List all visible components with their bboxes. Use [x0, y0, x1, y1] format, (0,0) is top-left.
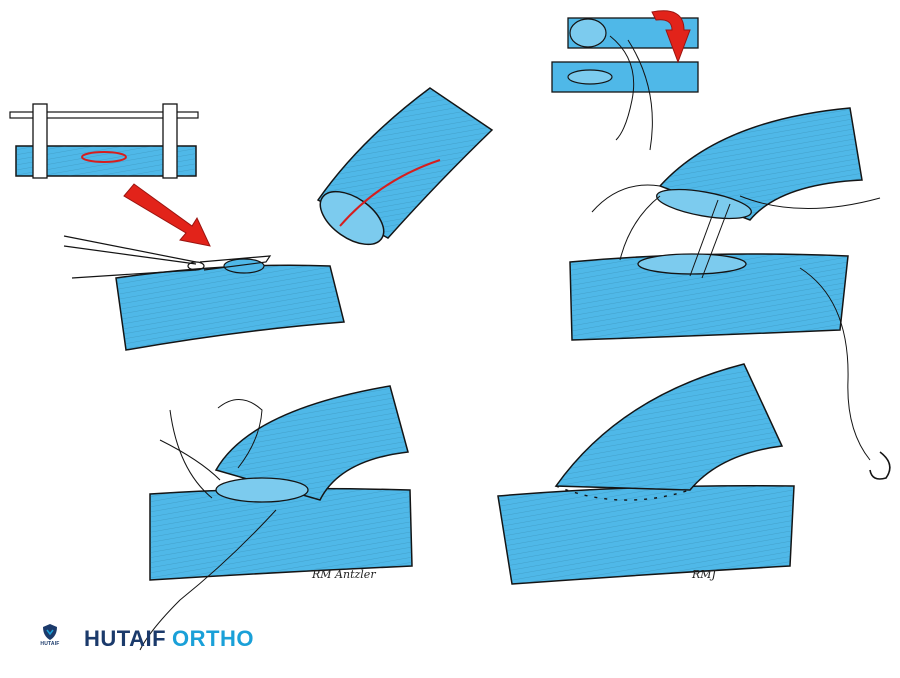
panel-partial-anastomosis: RM Antzler: [139, 385, 413, 651]
suture-threads: [139, 399, 277, 651]
panel-clamped-vessel: [9, 103, 199, 179]
arrow-icon: [123, 183, 211, 247]
clamp-bar: [9, 111, 199, 119]
scissors-icon: [63, 235, 272, 279]
panel-arteriotomy: [63, 235, 345, 351]
panel-completed-anastomosis: RMJ: [497, 363, 795, 585]
rotation-arrow-icon: [651, 10, 691, 64]
brand-name-part2: ORTHO: [172, 626, 254, 651]
clamp-right: [162, 103, 178, 179]
panel-needle-inset: [551, 10, 699, 151]
host-opening: [637, 253, 747, 275]
clamp-left: [32, 103, 48, 179]
logo-text: HUTAIF: [40, 641, 60, 647]
suture-line: [555, 485, 691, 501]
graft-cut-line: [339, 159, 441, 227]
anastomosis-opening: [215, 477, 309, 503]
signature-right: RMJ: [691, 568, 717, 581]
suture-thread: [609, 35, 635, 141]
signature-left: RM Antzler: [311, 568, 376, 581]
brand-name-part1: HUTAIF: [84, 626, 167, 651]
panel-heel-sutures: [569, 107, 891, 480]
panel-graft-end: [316, 87, 494, 246]
arteriotomy-opening: [223, 258, 265, 274]
suture-threads: [591, 184, 881, 461]
shield-icon: HUTAIF: [38, 624, 62, 654]
needle-icon: [869, 451, 891, 480]
incision-marking: [81, 151, 127, 163]
